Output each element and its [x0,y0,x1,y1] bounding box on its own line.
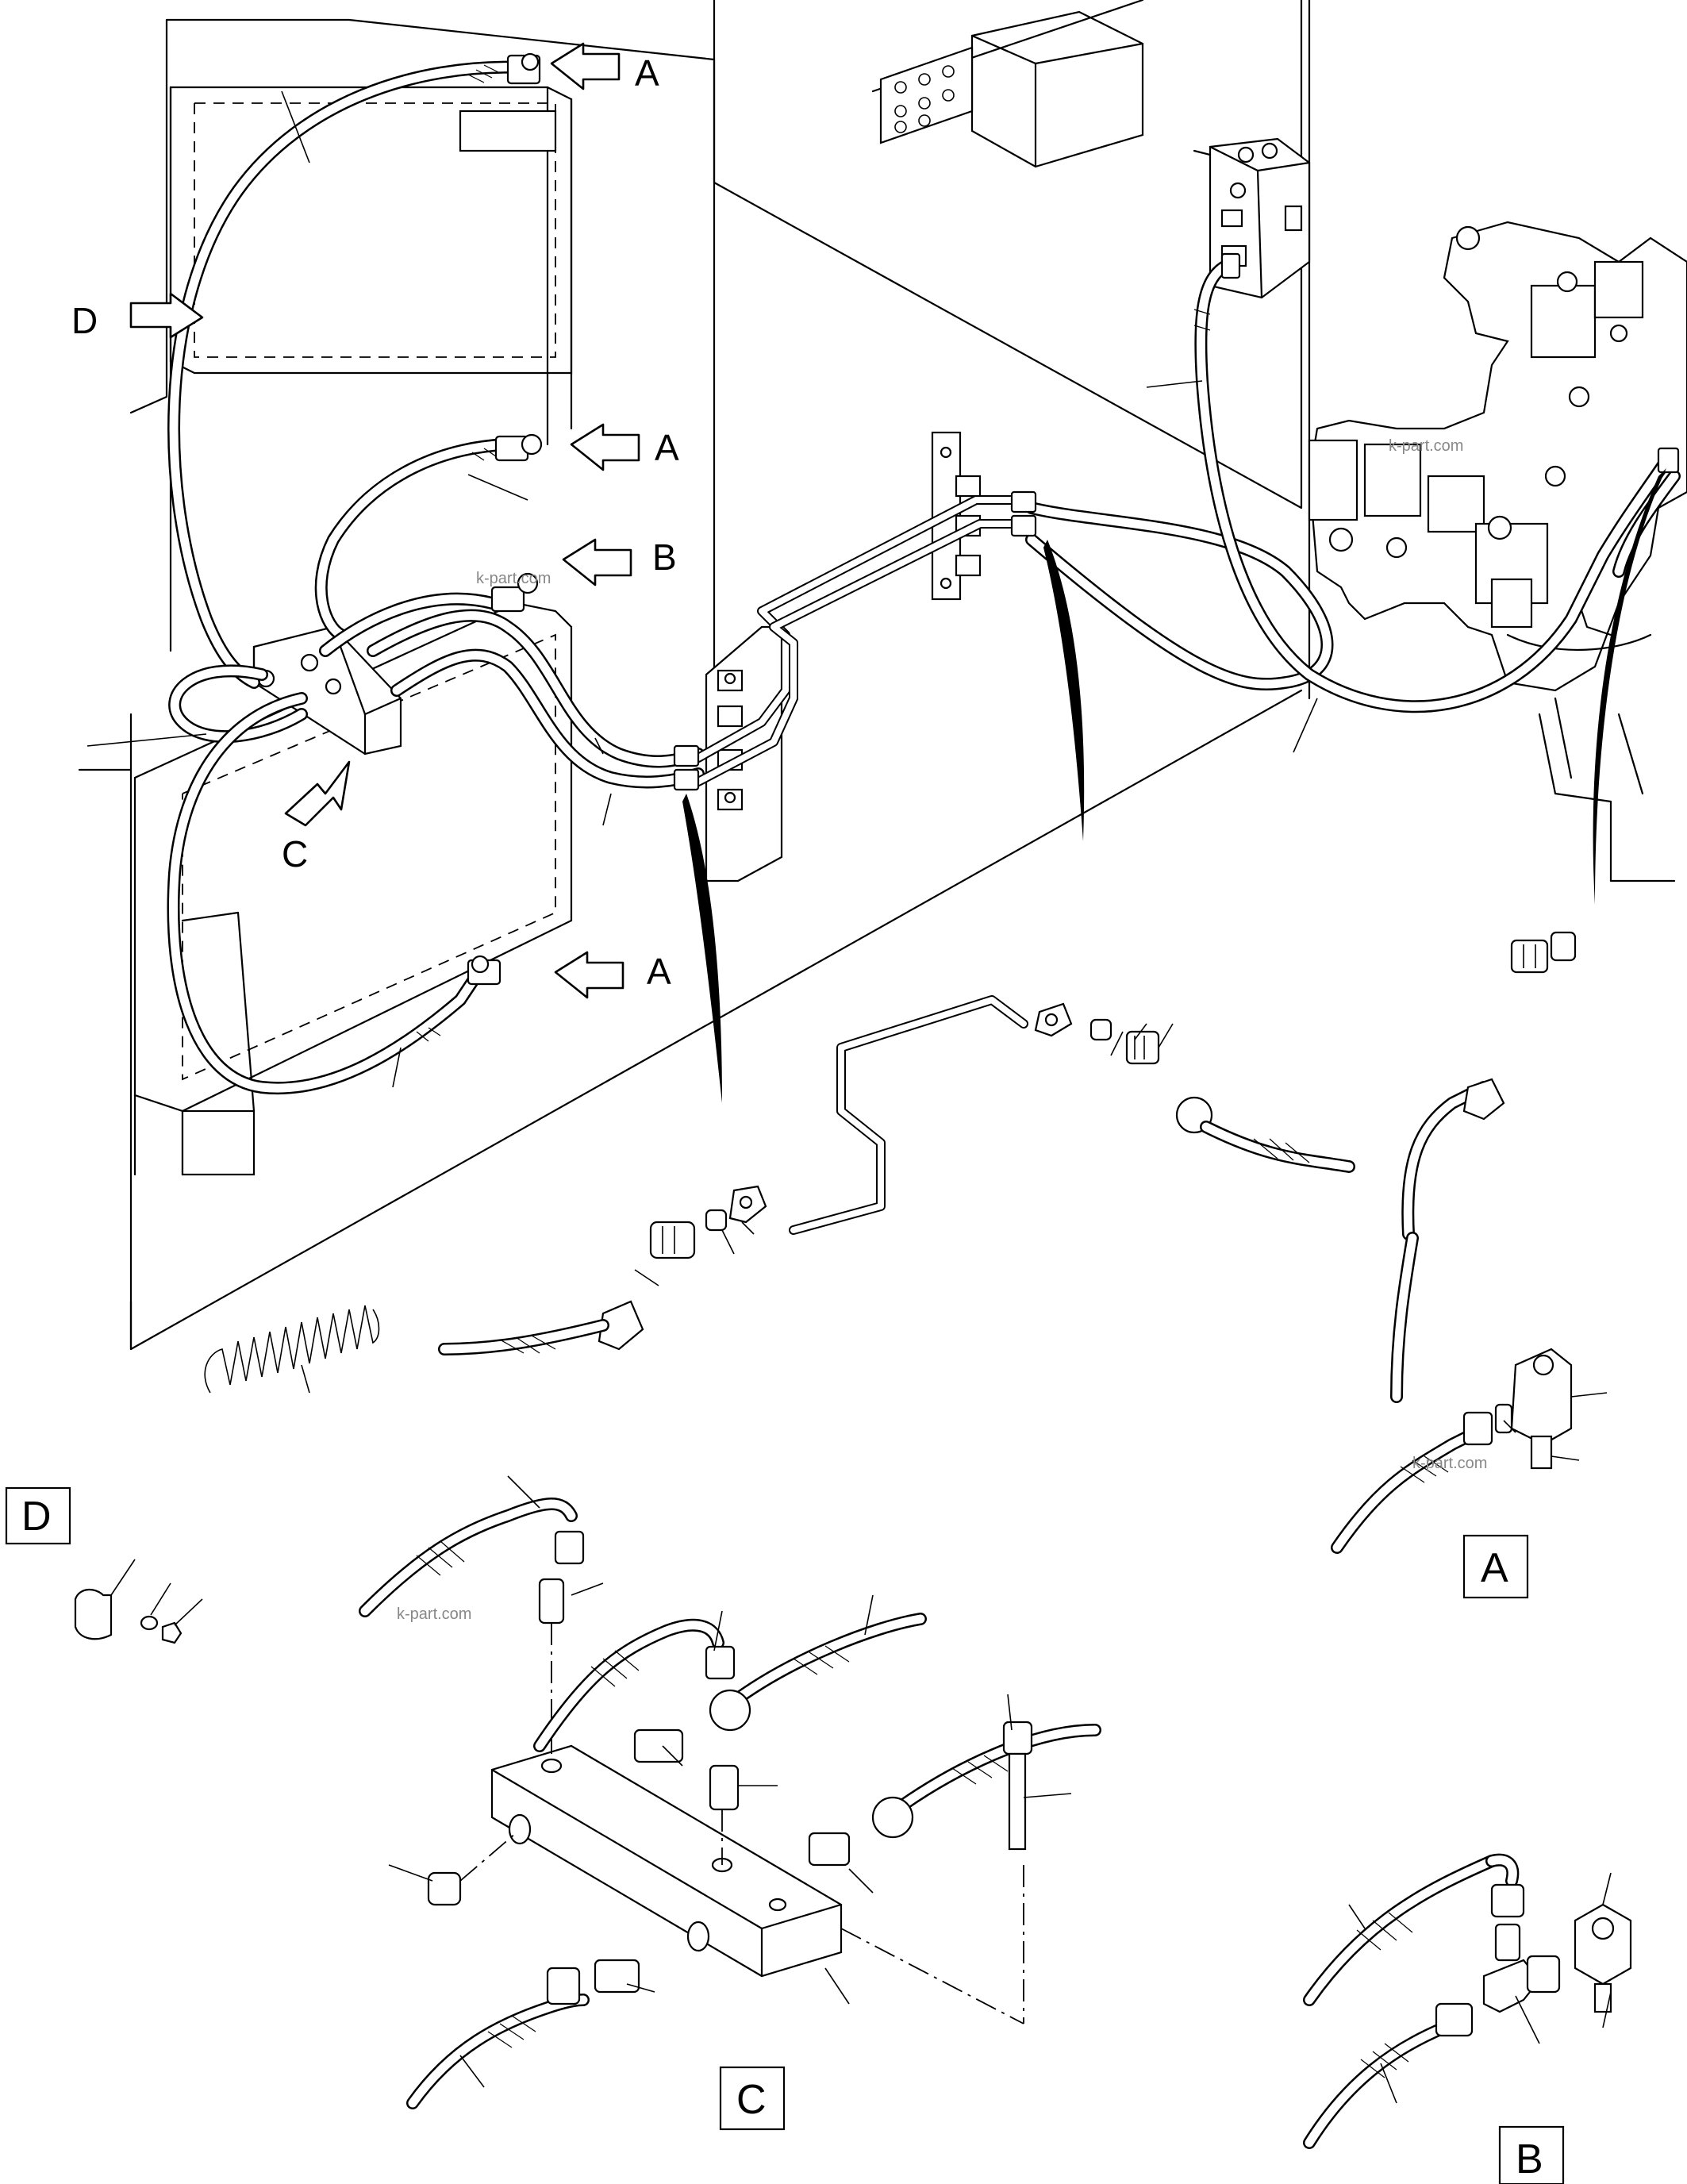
rigid-pipes [694,495,1036,786]
machine-frame [78,0,1676,1351]
arrow-b [562,538,632,586]
main-fittings [467,52,1680,986]
watermark-main: k-part.com [1389,437,1463,455]
watermark-cooler: k-part.com [476,570,551,587]
detail-box-d [5,1486,71,1545]
arrow-d [129,292,204,339]
detail-c: C k-part.com [359,1475,1101,2131]
callout-arrows [129,42,640,999]
detail-box-c [719,2066,786,2131]
detail-box-label-a: A [1481,1545,1508,1591]
arrow-bottom-a [554,951,624,999]
exploded-elbow-right [1390,931,1577,1403]
callout-label-bottom-a: A [647,951,671,992]
exploded-pipe-assembly [438,995,1355,1355]
detail-a: A k-part.com [1331,1348,1608,1599]
watermark-detail-c: k-part.com [397,1605,471,1623]
arrow-c [284,760,351,827]
arrow-middle-a [570,423,640,471]
detail-d: D [5,1486,203,1644]
callout-label-middle-a: A [655,427,679,468]
separation-wedges [682,468,1666,1103]
callout-label-d: D [71,300,98,341]
detail-box-a [1462,1534,1529,1599]
upper-cooler [169,86,573,652]
hose-lines [167,60,1681,1095]
detail-box-label-d: D [21,1494,52,1540]
callout-label-top-a: A [635,52,659,94]
watermark-detail-a: k-part.com [1412,1455,1487,1472]
hose-braid-marks [416,64,1211,1042]
callout-label-b: B [652,536,677,578]
arrow-top-a [550,42,621,90]
detail-box-b [1498,2125,1565,2184]
detail-b: B [1303,1853,1632,2184]
hose-spring-guard [204,1305,380,1394]
detail-box-label-c: C [736,2077,767,2123]
callout-label-c: C [282,833,308,875]
detail-box-label-b: B [1516,2136,1543,2182]
leader-lines-main [86,90,1318,1394]
